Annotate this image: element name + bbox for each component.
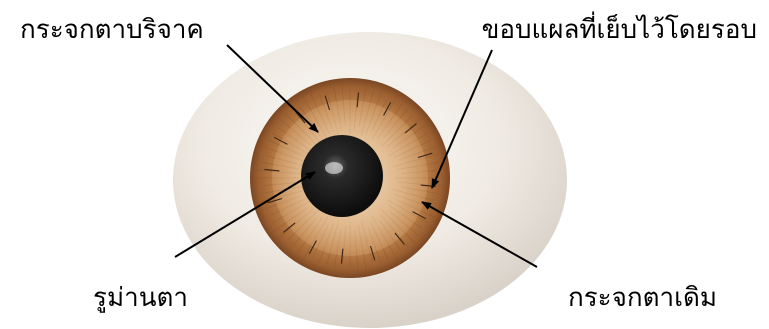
eyeball-illustration [173, 32, 567, 328]
pupil-highlight [325, 162, 343, 174]
label-pupil: รูม่านตา [93, 283, 188, 313]
pupil-shape [301, 135, 383, 217]
label-original-cornea: กระจกตาเดิม [568, 283, 717, 313]
label-sutured-edge: ขอบแผลที่เย็บไว้โดยรอบ [482, 11, 757, 45]
label-donor-cornea: กระจกตาบริจาค [20, 15, 204, 45]
